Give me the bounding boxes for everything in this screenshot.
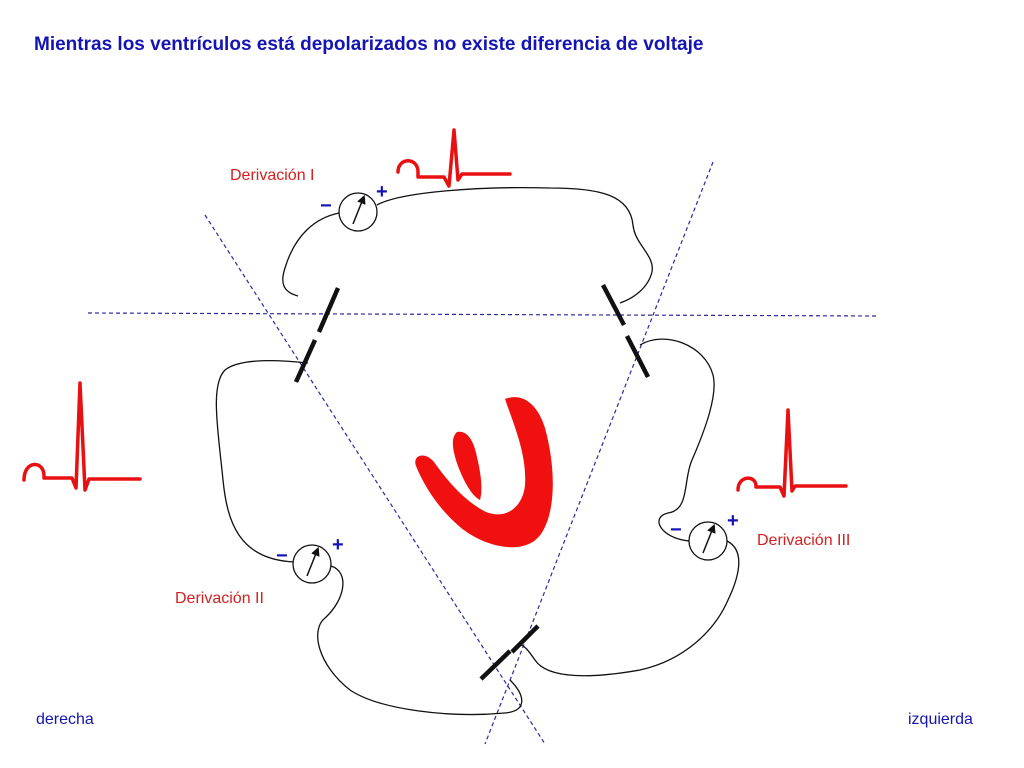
lead-i-wire-left — [282, 212, 340, 297]
lead-iii-minus-sign: − — [670, 519, 682, 541]
lead-iii-wire-bottom — [519, 540, 740, 677]
lead-ii-plus-sign: + — [332, 534, 344, 556]
lead-ii-wire-right — [317, 565, 523, 716]
lead-i-minus-sign: − — [320, 195, 332, 217]
heart-ventricles-icon — [415, 397, 553, 548]
lead-i-wire-right — [376, 186, 653, 304]
lead-ii-ecg-trace — [22, 381, 142, 492]
lead-iii-galvanometer-icon — [688, 521, 728, 561]
lead-iii-ecg-trace — [736, 408, 848, 498]
electrode-right-arm-a — [316, 287, 341, 333]
lead-ii-wire-left — [215, 360, 309, 563]
electrode-left-arm-b — [624, 334, 651, 379]
lead-iii-axis — [484, 161, 714, 745]
lead-i-axis — [87, 312, 879, 317]
page-title: Mientras los ventrículos está depolariza… — [34, 34, 703, 55]
lead-i-label: Derivación I — [230, 167, 314, 184]
electrode-left-leg-b — [510, 624, 540, 654]
left-side-label: izquierda — [908, 711, 973, 728]
lead-iii-plus-sign: + — [727, 510, 739, 532]
lead-ii-minus-sign: − — [276, 545, 288, 567]
lead-iii-wire-top — [639, 338, 715, 542]
right-side-label: derecha — [36, 711, 94, 728]
electrode-left-leg-a — [479, 649, 512, 681]
lead-i-galvanometer-icon — [338, 192, 378, 232]
electrode-right-arm-b — [293, 339, 318, 383]
lead-ii-label: Derivación II — [175, 590, 264, 607]
electrode-left-arm-a — [601, 283, 626, 327]
lead-ii-galvanometer-icon — [292, 544, 332, 584]
lead-iii-label: Derivación III — [757, 532, 850, 549]
lead-i-plus-sign: + — [376, 181, 388, 203]
lead-i-ecg-trace — [396, 128, 512, 188]
